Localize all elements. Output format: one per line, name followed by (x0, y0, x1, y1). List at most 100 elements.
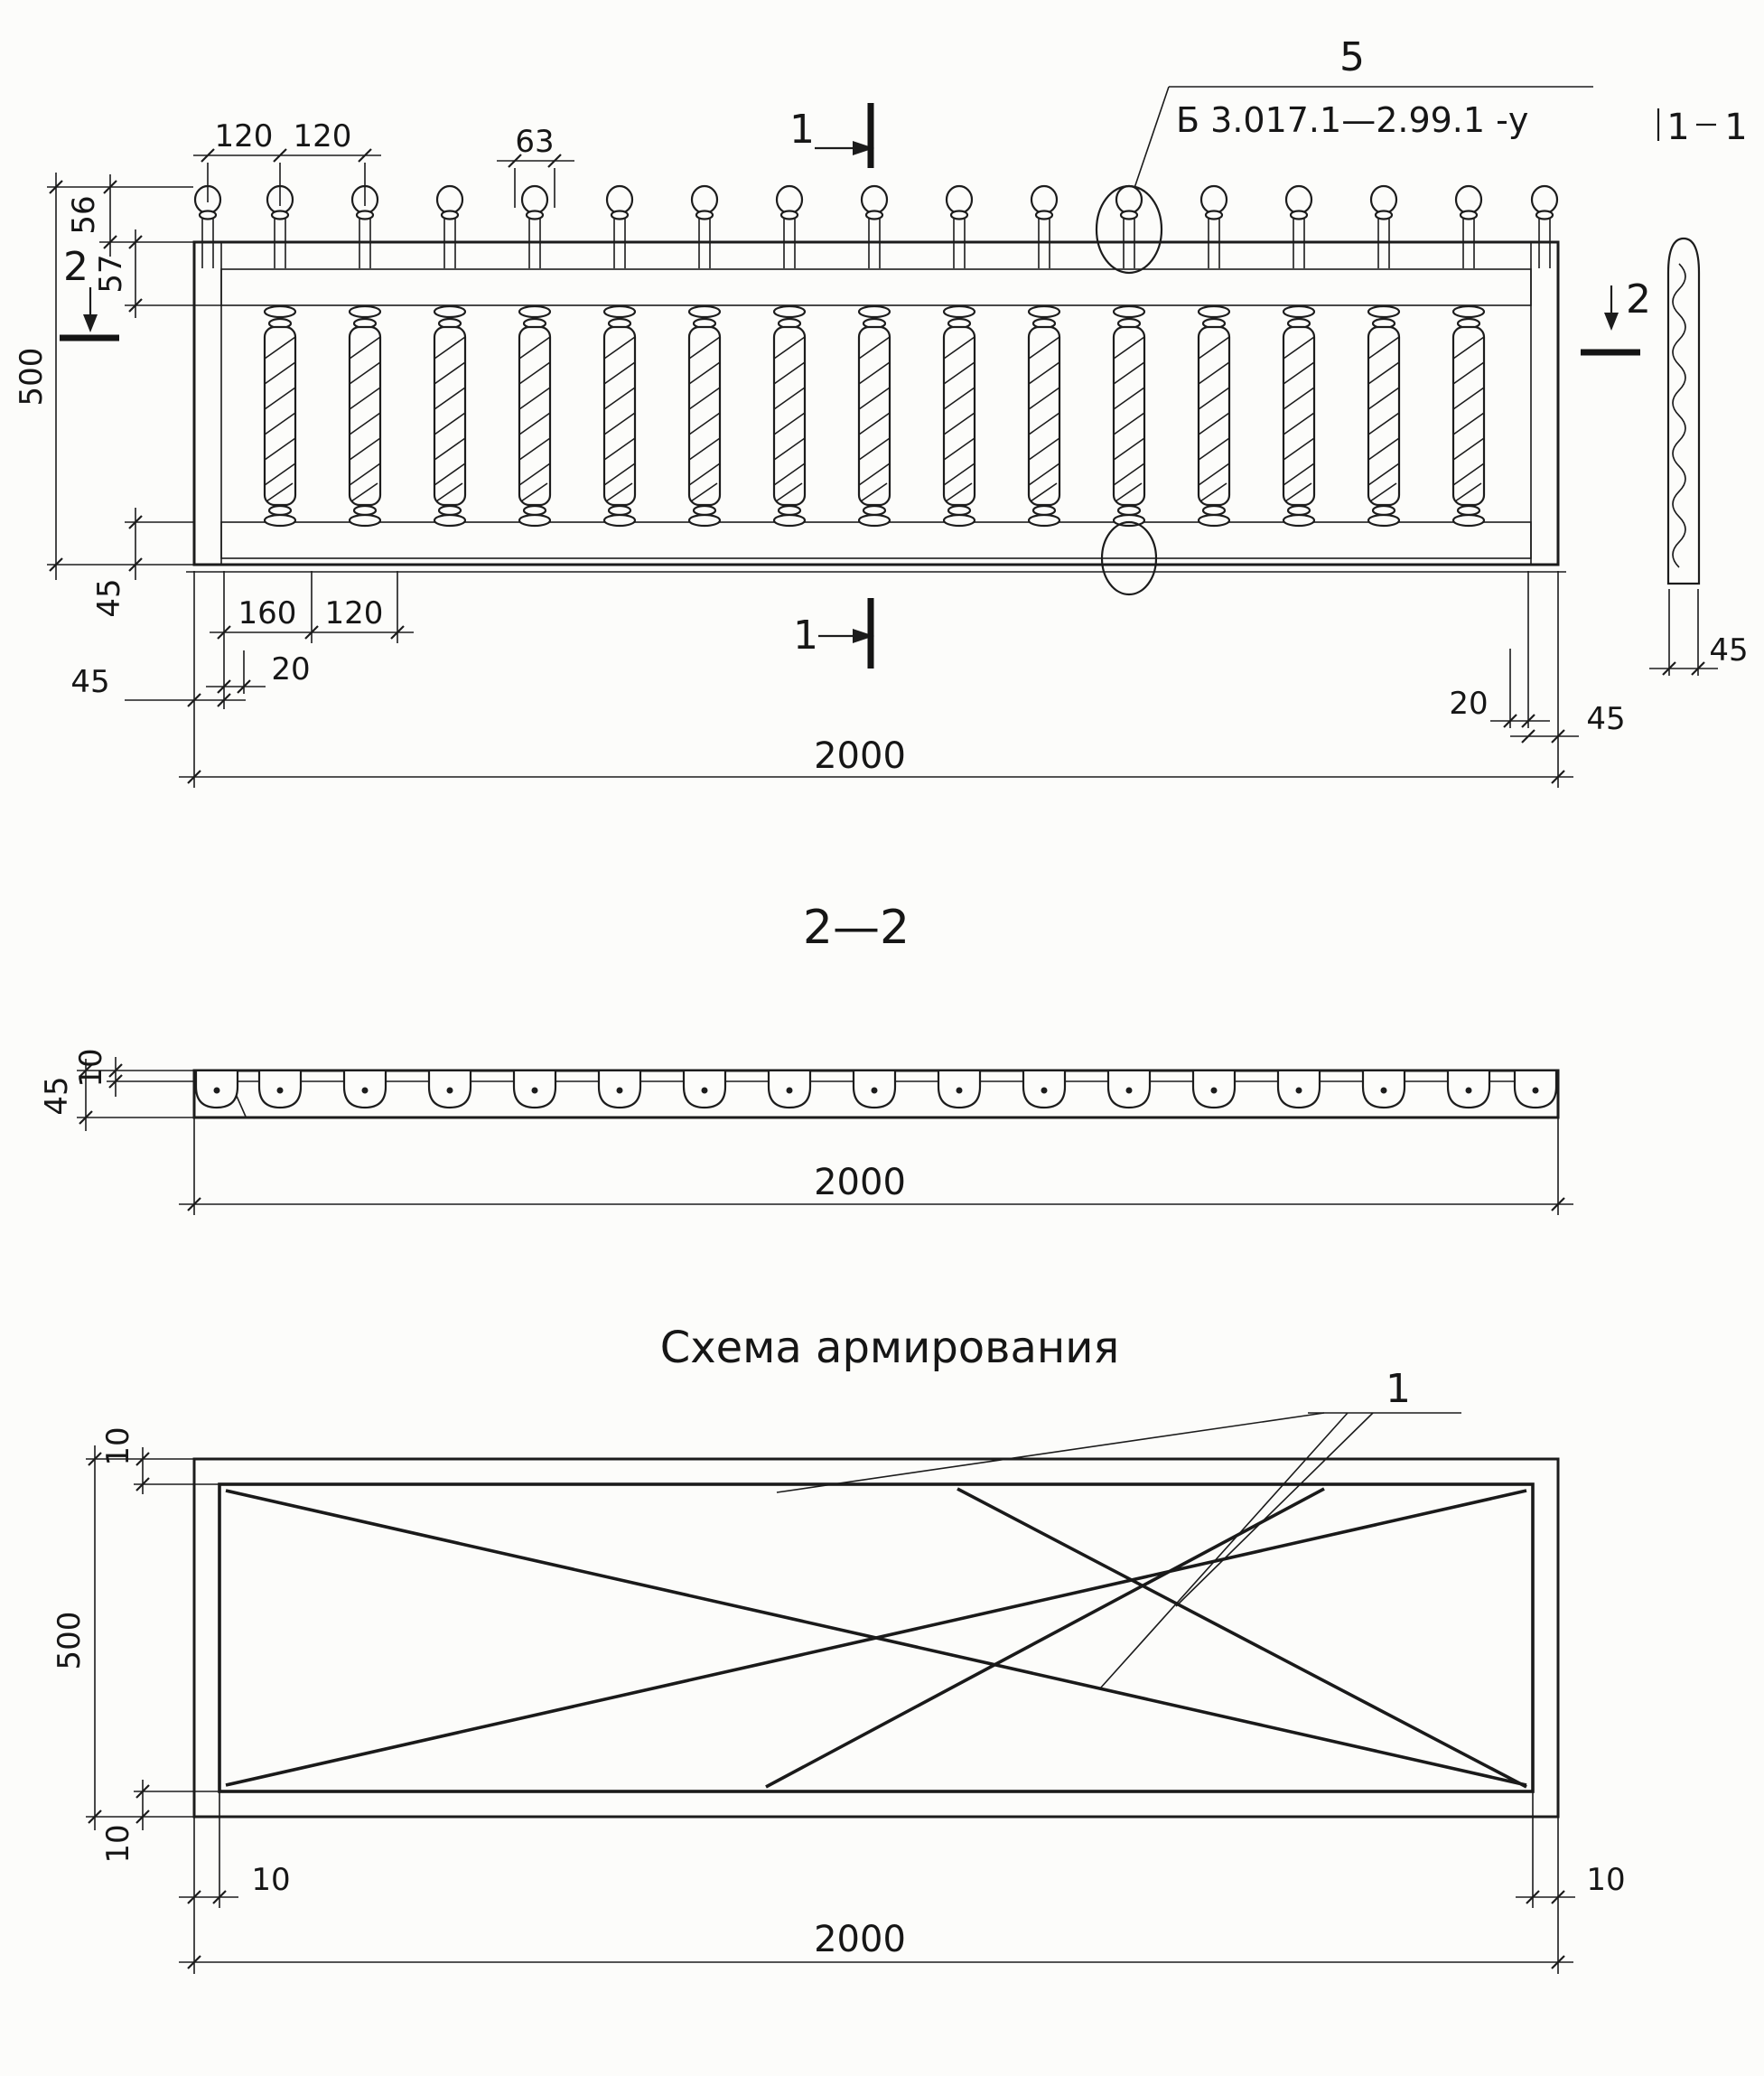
baluster-section (1446, 1070, 1491, 1109)
side-section-view: 1 1 (1657, 107, 1748, 585)
side-title-left: 1 (1666, 107, 1689, 148)
dim-plate-thickness: 10 (73, 1048, 109, 1087)
baluster (1283, 186, 1314, 526)
dim-cap-span-a: 120 (215, 118, 274, 154)
front-dimensions: 120 120 63 56 57 500 45 160 120 20 45 20… (14, 118, 1749, 788)
dimension-lines (94, 1445, 1575, 1963)
section-2-2-title: 2—2 (803, 901, 910, 955)
baluster (434, 186, 465, 526)
baluster-section (1276, 1070, 1321, 1109)
baluster-section (194, 1070, 239, 1109)
dim-side-thickness: 45 (1709, 632, 1748, 669)
section-mark-2-right: 2 (1581, 276, 1651, 356)
dimension-ticks (79, 1063, 1565, 1211)
post-cap (1530, 184, 1559, 270)
detail-circle-top (1095, 184, 1163, 275)
dim-panel-length: 2000 (814, 1162, 906, 1203)
callout-number: 5 (1339, 34, 1365, 80)
baluster (1029, 186, 1059, 526)
side-section-title: 1 1 (1657, 107, 1748, 148)
section-mark-1-top: 1 (789, 103, 874, 168)
detail-callout-5: 5 Б 3.017.1—2.99.1 -у (1095, 34, 1593, 596)
dim-cap-width: 63 (515, 124, 554, 160)
balusters (193, 184, 1559, 526)
baluster (859, 186, 890, 526)
extension-lines (47, 163, 1699, 788)
panel-outline (192, 240, 1560, 566)
baluster-section (1106, 1070, 1152, 1109)
dim-post-width-right: 45 (1586, 701, 1625, 737)
dim-panel-height: 500 (14, 348, 50, 407)
baluster (1453, 186, 1484, 526)
baluster-section (342, 1070, 387, 1109)
diagonal-bars (225, 1487, 1527, 1789)
baluster-section (1361, 1070, 1406, 1109)
baluster-section (682, 1070, 727, 1109)
section-mark-1-bottom: 1 (793, 598, 874, 669)
side-profile-wave (1672, 263, 1686, 568)
dim-panel-height: 500 (51, 1612, 88, 1670)
baluster-section (1022, 1070, 1067, 1109)
baluster (519, 186, 550, 526)
marking-label: Б 3.017.1—2.99.1 -у (1176, 100, 1528, 140)
bottom-rope-rail (220, 521, 1532, 559)
dim-cover-top: 10 (100, 1426, 136, 1465)
dimension-ticks (88, 1452, 1565, 1969)
section-2-label: 2 (1626, 276, 1651, 323)
baluster-section (597, 1070, 642, 1109)
dim-post-spacing: 160 (238, 595, 297, 631)
side-profile-outline (1666, 237, 1701, 585)
reinforcement-view: Схема армирования 1 10 500 10 10 10 2000 (51, 1323, 1626, 1974)
dim-panel-length: 2000 (814, 735, 906, 777)
perimeter-bar (218, 1482, 1535, 1793)
baluster (604, 186, 635, 526)
side-title-right: 1 (1724, 107, 1747, 148)
dimension-lines (55, 154, 1718, 778)
baluster-section (1191, 1070, 1237, 1109)
front-elevation-view: 5 Б 3.017.1—2.99.1 -у 1 1 2 2 (14, 34, 1749, 788)
dim-rail-height: 45 (39, 1076, 75, 1115)
reinforcement-title: Схема армирования (660, 1323, 1120, 1373)
baluster (944, 186, 975, 526)
dim-gap-right: 20 (1449, 686, 1488, 722)
section-arrowhead-icon (853, 629, 874, 643)
dim-panel-length: 2000 (814, 1919, 906, 1960)
panel-outline (192, 1457, 1560, 1819)
dim-top-rail-height: 57 (93, 254, 129, 293)
reinforcement-dimensions: 10 500 10 10 10 2000 (51, 1426, 1626, 1974)
dim-cap-height: 56 (66, 195, 102, 234)
baluster (350, 186, 380, 526)
baluster-sections (194, 1070, 1558, 1109)
top-rope-rail (220, 268, 1532, 306)
rail-section-outline (192, 1069, 1560, 1119)
dim-cap-span-b: 120 (294, 118, 352, 154)
detail-circle-bottom (1100, 520, 1158, 596)
baluster-section (427, 1070, 472, 1109)
section-1-label: 1 (789, 107, 815, 153)
section-2-2-dimensions: 45 10 2000 (39, 1048, 1573, 1215)
baluster (689, 186, 720, 526)
section-2-2-view: 2—2 45 10 (39, 901, 1573, 1215)
callout-leader (1134, 86, 1593, 189)
extension-lines (86, 1458, 1559, 1974)
baluster (1368, 186, 1399, 526)
baluster (265, 186, 295, 526)
baluster-section (852, 1070, 897, 1109)
dim-gap-left: 20 (271, 651, 310, 687)
baluster-section (1513, 1070, 1558, 1109)
baluster (1114, 186, 1144, 526)
dim-cover-left: 10 (251, 1862, 290, 1898)
section-2-label: 2 (63, 244, 89, 290)
dimension-ticks (49, 148, 1705, 784)
section-arrowhead-icon (1604, 313, 1619, 331)
baluster-section (767, 1070, 812, 1109)
section-arrowhead-icon (83, 314, 98, 332)
section-mark-2-left: 2 (60, 244, 119, 341)
callout-number: 1 (1386, 1366, 1411, 1412)
section-arrowhead-icon (853, 141, 874, 155)
dim-bottom-rail-height: 45 (91, 578, 127, 617)
section-1-label: 1 (793, 613, 818, 659)
extension-lines (77, 1070, 1559, 1215)
